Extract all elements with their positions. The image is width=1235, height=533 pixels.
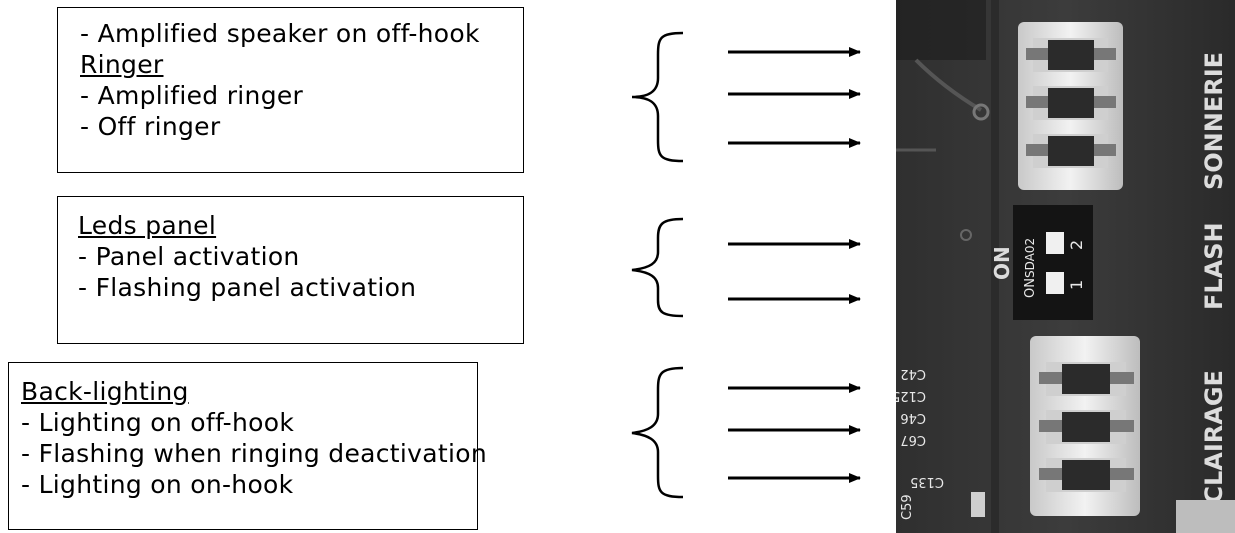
component-label: C67: [900, 432, 926, 447]
back-lighting-box: Back-lighting - Lighting on off-hook - F…: [8, 362, 487, 530]
off-ringer-line: - Off ringer: [80, 112, 221, 141]
on-label: ON: [990, 246, 1014, 280]
speaker-ringer-box: - Amplified speaker on off-hook Ringer -…: [57, 7, 524, 173]
leds-panel-box: Leds panel - Panel activation - Flashing…: [57, 196, 524, 344]
lighting-off-hook-line: - Lighting on off-hook: [21, 408, 295, 437]
dip-switch-name: SDA02: [1023, 238, 1037, 278]
brace-2: [631, 217, 684, 318]
dip-switch: ON SDA02 1 2: [1013, 205, 1093, 320]
backlight-jumper-header: [1030, 336, 1140, 516]
flash-label: FLASH: [1200, 222, 1228, 310]
brace-3: [631, 366, 684, 499]
dip-switch-2: 2: [1067, 240, 1086, 250]
component-label: C125: [896, 388, 926, 403]
ringer-heading: Ringer: [80, 50, 164, 79]
eclairage-label: ECLAIRAGE: [1200, 370, 1228, 520]
circuit-board-photo: ON SDA02 1 2 SONNERIE FLASH ECLAIRAGE ON…: [896, 0, 1235, 533]
dip-switch-1: 1: [1067, 280, 1086, 290]
component-label: C135: [910, 474, 944, 489]
leds-panel-heading: Leds panel: [78, 211, 217, 240]
component-label: C42: [900, 366, 926, 381]
ringer-jumper-header: [1018, 22, 1123, 190]
dip-switch-on-label: ON: [1023, 278, 1038, 298]
component-label: C59: [900, 494, 915, 520]
speaker-line: - Amplified speaker on off-hook: [80, 19, 480, 48]
back-lighting-heading: Back-lighting: [21, 377, 189, 406]
lighting-on-hook-line: - Lighting on on-hook: [21, 470, 294, 499]
component-label: C46: [900, 410, 926, 425]
flashing-panel-line: - Flashing panel activation: [78, 273, 417, 302]
component-labels: C42 C125 C46 C67 C135 C59: [896, 366, 944, 520]
flashing-ringing-line: - Flashing when ringing deactivation: [21, 439, 487, 468]
sonnerie-label: SONNERIE: [1200, 52, 1228, 190]
brace-1: [631, 31, 684, 163]
amplified-ringer-line: - Amplified ringer: [80, 81, 304, 110]
panel-activation-line: - Panel activation: [78, 242, 300, 271]
